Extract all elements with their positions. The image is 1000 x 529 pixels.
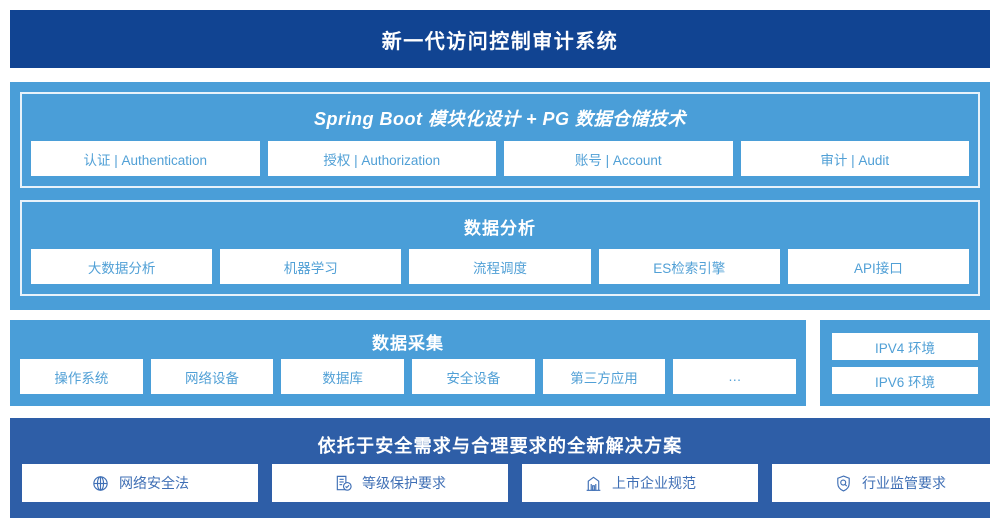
bank-building-icon (584, 474, 603, 493)
group-title-spring-boot: Spring Boot 模块化设计 + PG 数据仓储技术 (313, 109, 686, 129)
card-cybersecurity-law[interactable]: 网络安全法 (22, 464, 258, 502)
card-label: 等级保护要求 (362, 475, 446, 491)
page-title: 新一代访问控制审计系统 (381, 30, 619, 53)
card-network-device[interactable]: 网络设备 (150, 359, 274, 394)
card-process-scheduling[interactable]: 流程调度 (409, 249, 591, 284)
solution-panel: 依托于安全需求与合理要求的全新解决方案 网络安全法 (10, 418, 1000, 518)
group-spring-boot: Spring Boot 模块化设计 + PG 数据仓储技术 认证 | Authe… (20, 92, 980, 188)
card-authentication[interactable]: 认证 | Authentication (31, 141, 260, 176)
card-industry-regulation[interactable]: 行业监管要求 (772, 464, 1000, 502)
card-database[interactable]: 数据库 (281, 359, 405, 394)
page-header: 新一代访问控制审计系统 (10, 10, 990, 68)
shield-search-icon (834, 474, 853, 493)
card-label: 网络安全法 (119, 475, 189, 491)
platform-panel: Spring Boot 模块化设计 + PG 数据仓储技术 认证 | Authe… (10, 82, 990, 310)
solution-title: 依托于安全需求与合理要求的全新解决方案 (317, 436, 683, 456)
card-third-party-app[interactable]: 第三方应用 (542, 359, 666, 394)
group-title-data-collection: 数据采集 (372, 334, 444, 353)
data-collection-panel: 数据采集 操作系统 网络设备 数据库 安全设备 第三方应用 … (10, 320, 806, 406)
card-audit[interactable]: 审计 | Audit (740, 141, 969, 176)
document-check-icon (334, 474, 353, 493)
card-es-search-engine[interactable]: ES检索引擎 (598, 249, 780, 284)
globe-icon (91, 474, 110, 493)
group-title-data-analysis: 数据分析 (464, 219, 536, 238)
card-ipv6-environment[interactable]: IPV6 环境 (832, 367, 978, 394)
spring-boot-card-row: 认证 | Authentication 授权 | Authorization 账… (31, 141, 969, 176)
data-collection-card-row: 操作系统 网络设备 数据库 安全设备 第三方应用 … (20, 359, 797, 394)
card-big-data-analysis[interactable]: 大数据分析 (31, 249, 213, 284)
card-machine-learning[interactable]: 机器学习 (220, 249, 402, 284)
card-more-ellipsis[interactable]: … (673, 359, 797, 394)
data-analysis-card-row: 大数据分析 机器学习 流程调度 ES检索引擎 API接口 (31, 249, 970, 284)
card-operating-system[interactable]: 操作系统 (20, 359, 143, 394)
card-label: 上市企业规范 (612, 475, 696, 491)
card-classified-protection[interactable]: 等级保护要求 (272, 464, 508, 502)
card-security-device[interactable]: 安全设备 (412, 359, 535, 394)
card-api-interface[interactable]: API接口 (787, 249, 970, 284)
card-ipv4-environment[interactable]: IPV4 环境 (832, 333, 978, 360)
card-account[interactable]: 账号 | Account (504, 141, 733, 176)
card-label: 行业监管要求 (862, 475, 946, 491)
card-listed-enterprise-standard[interactable]: 上市企业规范 (522, 464, 758, 502)
card-authorization[interactable]: 授权 | Authorization (267, 141, 496, 176)
environment-panel: IPV4 环境 IPV6 环境 (820, 320, 990, 406)
group-data-analysis: 数据分析 大数据分析 机器学习 流程调度 ES检索引擎 API接口 (20, 200, 980, 296)
